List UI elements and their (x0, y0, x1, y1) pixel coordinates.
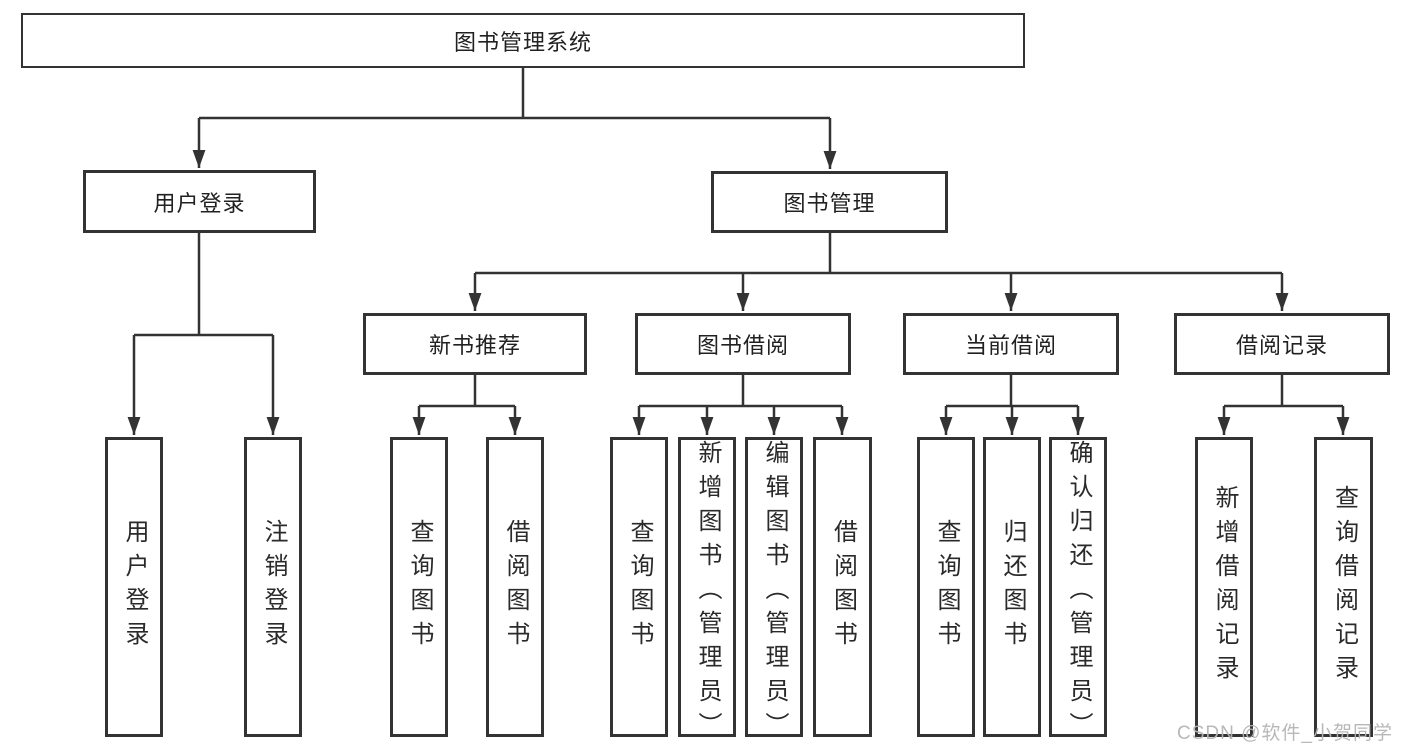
leaf-borrow-books-recommend: 借阅图书 (486, 437, 544, 737)
leaf-label: 用户登录 (121, 519, 148, 655)
node-label: 新书推荐 (428, 333, 521, 358)
leaf-label: 新增借阅记录 (1211, 485, 1238, 689)
node-library-management-system: 图书管理系统 (21, 13, 1025, 68)
leaf-label: 注销登录 (260, 519, 287, 655)
leaf-label: 查询借阅记录 (1330, 485, 1358, 689)
node-label: 图书借阅 (696, 333, 789, 358)
leaf-label: 编辑图书（管理员） (761, 440, 788, 746)
leaf-logout: 注销登录 (244, 437, 302, 737)
leaf-label: 新增图书（管理员） (694, 440, 721, 746)
csdn-watermark: CSDN @软件_小贺同学 (1177, 723, 1393, 744)
leaf-label: 确认归还（管理员） (1065, 440, 1092, 746)
leaf-label: 借阅图书 (502, 519, 529, 655)
node-label: 图书管理系统 (453, 29, 592, 55)
node-label: 借阅记录 (1235, 333, 1328, 358)
node-new-book-recommendation: 新书推荐 (363, 313, 587, 375)
node-label: 用户登录 (153, 190, 246, 216)
node-label: 图书管理 (783, 191, 876, 216)
node-borrowing-records: 借阅记录 (1174, 313, 1390, 375)
leaf-confirm-return-admin: 确认归还（管理员） (1049, 437, 1107, 746)
leaf-add-borrow-record: 新增借阅记录 (1195, 437, 1253, 737)
leaf-query-borrow-record: 查询借阅记录 (1314, 437, 1373, 737)
leaf-label: 查询图书 (626, 519, 653, 655)
leaf-label: 查询图书 (933, 519, 960, 655)
leaf-query-books-current: 查询图书 (917, 437, 975, 737)
node-current-borrowing: 当前借阅 (903, 313, 1119, 375)
node-user-login: 用户登录 (83, 170, 316, 233)
leaf-borrow-books-borrowing: 借阅图书 (813, 437, 872, 737)
leaf-add-book-admin: 新增图书（管理员） (678, 437, 736, 746)
leaf-query-books-borrowing: 查询图书 (610, 437, 668, 737)
leaf-edit-book-admin: 编辑图书（管理员） (745, 437, 803, 746)
leaf-label: 归还图书 (999, 519, 1026, 655)
leaf-return-book: 归还图书 (983, 437, 1041, 737)
node-book-management: 图书管理 (711, 171, 948, 233)
leaf-label: 借阅图书 (829, 519, 857, 655)
connector-elbows (134, 68, 1343, 408)
leaf-query-books-recommend: 查询图书 (390, 437, 448, 737)
leaf-user-login: 用户登录 (105, 437, 163, 737)
node-label: 当前借阅 (964, 333, 1057, 358)
connector-arrows (127, 118, 1350, 435)
node-book-borrowing: 图书借阅 (635, 313, 851, 375)
leaf-label: 查询图书 (406, 519, 433, 655)
